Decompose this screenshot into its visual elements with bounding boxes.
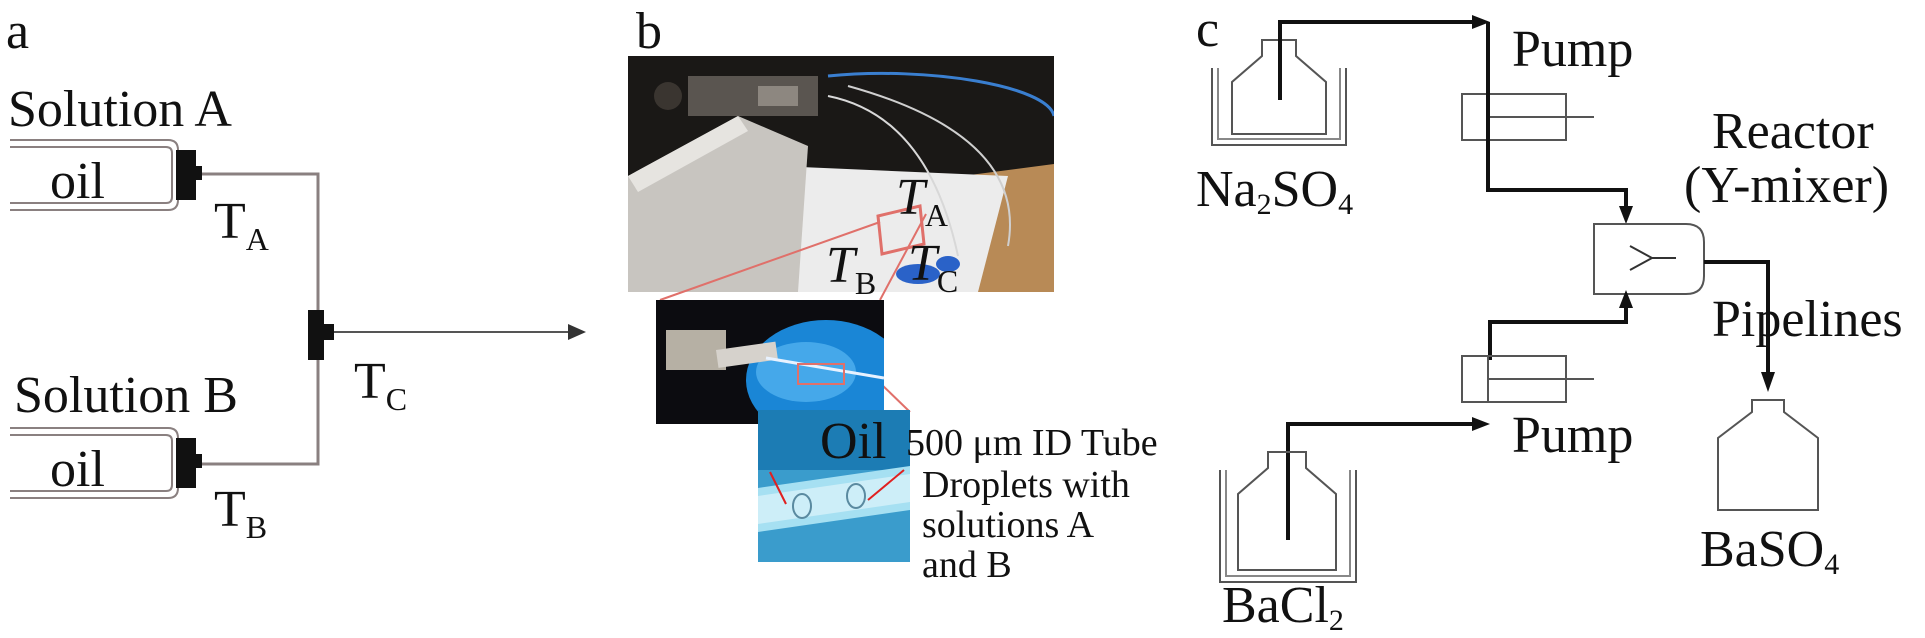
outlet-arrow-icon <box>568 324 586 340</box>
reactor-y-mixer <box>1593 223 1705 295</box>
droplets-label-line2: solutions A <box>922 504 1095 546</box>
oil-photo-label: Oil <box>820 413 887 470</box>
pipelines-label: Pipelines <box>1712 291 1903 348</box>
pump-bottom-label: Pump <box>1512 407 1634 464</box>
y-mixer-icon <box>1629 245 1676 271</box>
reactor-label-line2: (Y-mixer) <box>1684 157 1890 214</box>
tube-photo-drawing <box>758 410 910 562</box>
tube-label: 500 μm ID Tube <box>906 422 1158 464</box>
highlight-box <box>876 204 926 256</box>
reactor-label-line1: Reactor <box>1712 103 1874 160</box>
setup-photo <box>628 56 1054 292</box>
beaker-top <box>1211 68 1347 146</box>
tee-c-label: TC <box>354 353 408 417</box>
tee-a-label: TA <box>214 193 269 257</box>
oil-top-label: oil <box>50 153 105 210</box>
droplets-label-line1: Droplets with <box>922 464 1130 506</box>
baso4-label: BaSO4 <box>1700 521 1840 581</box>
tee-closeup-drawing <box>656 300 884 424</box>
panel-b-label: b <box>636 3 662 60</box>
tee-b-label: TB <box>214 481 268 545</box>
setup-photo-drawing <box>628 56 1054 292</box>
tee-c-connector <box>308 310 324 360</box>
panel-a-label: a <box>6 3 30 60</box>
beaker-bottom <box>1219 470 1357 583</box>
pump-top-label: Pump <box>1512 21 1634 78</box>
solution-a-label: Solution A <box>8 81 232 138</box>
bottle-top <box>1231 39 1327 135</box>
photo-tee-a-label: TA <box>896 169 949 233</box>
tee-closeup-photo <box>656 300 884 424</box>
bacl2-label: BaCl2 <box>1222 577 1344 637</box>
na2so4-label: Na2SO4 <box>1196 161 1354 221</box>
bottle-bottom <box>1237 451 1337 571</box>
panel-c-label: c <box>1196 1 1220 58</box>
photo-tee-c-label: TC <box>908 235 959 299</box>
product-bottle <box>1717 399 1819 511</box>
photo-tee-b-label: TB <box>826 237 877 301</box>
tee-b-connector <box>176 438 196 488</box>
oil-bottom-label: oil <box>50 441 105 498</box>
tee-a-connector <box>176 150 196 200</box>
droplets-label-line3: and B <box>922 544 1012 586</box>
solution-b-label: Solution B <box>14 367 238 424</box>
tube-photo <box>758 410 910 562</box>
